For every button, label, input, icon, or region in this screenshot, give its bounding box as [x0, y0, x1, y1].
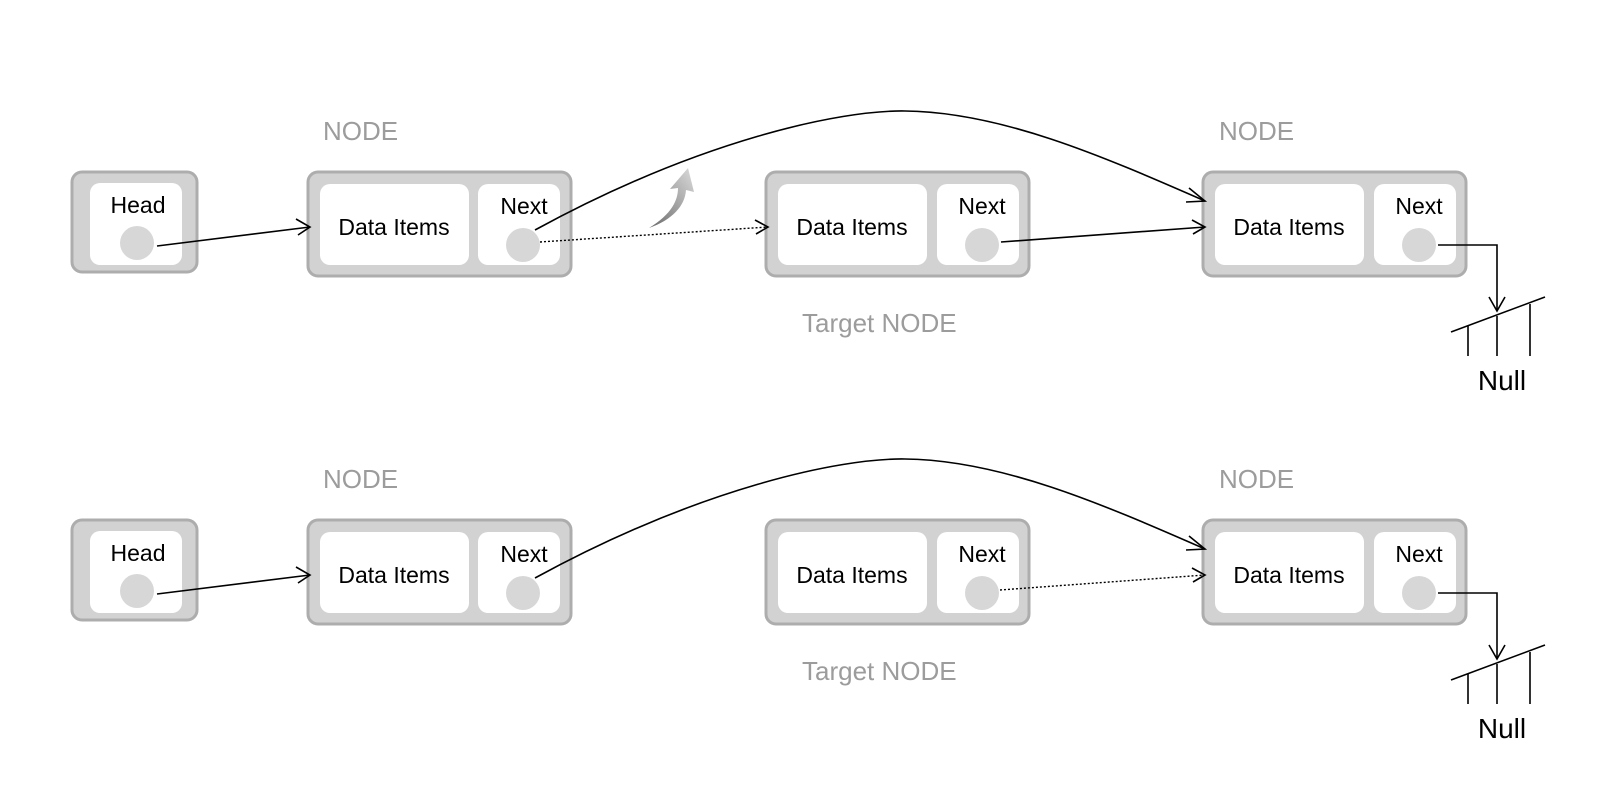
null-terminator: Null: [1438, 592, 1546, 744]
node-c-next-label: Next: [1395, 193, 1443, 219]
target-node: Data Items Next: [764, 518, 1031, 626]
head-pointer: Head: [70, 518, 199, 622]
target-next-dot: [965, 228, 999, 262]
dotted-arrow-target-to-node-c: [999, 567, 1207, 591]
node-c-caption: NODE: [1219, 464, 1294, 494]
arrow-head-to-node-a: [156, 566, 312, 595]
arrow-head-to-node-a: [156, 218, 312, 247]
null-label: Null: [1478, 713, 1526, 744]
node-c-data-label: Data Items: [1233, 214, 1344, 240]
target-next-label: Next: [958, 541, 1006, 567]
node-c-next-dot: [1402, 576, 1436, 610]
node-c-data-label: Data Items: [1233, 562, 1344, 588]
target-node: Data Items Next: [764, 170, 1031, 278]
target-data-label: Data Items: [796, 562, 907, 588]
head-pointer-dot: [120, 226, 154, 260]
target-next-label: Next: [958, 193, 1006, 219]
arrow-target-to-node-c: [1000, 219, 1207, 243]
curved-arrow-node-a-to-node-c: [534, 110, 1208, 231]
null-terminator: Null: [1438, 244, 1546, 396]
diagram-after: Head NODE Data Items Next Data Items Nex…: [70, 458, 1546, 744]
target-data-label: Data Items: [796, 214, 907, 240]
node-c-next-dot: [1402, 228, 1436, 262]
head-label: Head: [111, 540, 166, 566]
node-a-caption: NODE: [323, 116, 398, 146]
node-c-next-label: Next: [1395, 541, 1443, 567]
curved-arrow-node-a-to-node-c: [534, 458, 1208, 579]
curl-arrow-icon: [649, 168, 694, 228]
head-label: Head: [111, 192, 166, 218]
target-caption: Target NODE: [802, 308, 957, 338]
node-a-caption: NODE: [323, 464, 398, 494]
target-caption: Target NODE: [802, 656, 957, 686]
diagram-before: Head NODE Data Items Next Data Items Nex…: [70, 110, 1546, 396]
dotted-arrow-node-a-to-target: [539, 219, 770, 243]
node-a-next-label: Next: [500, 541, 548, 567]
node-a-data-label: Data Items: [338, 214, 449, 240]
node-a-data-label: Data Items: [338, 562, 449, 588]
target-next-dot: [965, 576, 999, 610]
node-c: Data Items Next: [1201, 170, 1468, 278]
node-c-caption: NODE: [1219, 116, 1294, 146]
null-label: Null: [1478, 365, 1526, 396]
node-a-next-label: Next: [500, 193, 548, 219]
node-a: Data Items Next: [306, 518, 573, 626]
node-c: Data Items Next: [1201, 518, 1468, 626]
node-a: Data Items Next: [306, 170, 573, 278]
head-pointer: Head: [70, 170, 199, 274]
node-a-next-dot: [506, 228, 540, 262]
head-pointer-dot: [120, 574, 154, 608]
node-a-next-dot: [506, 576, 540, 610]
